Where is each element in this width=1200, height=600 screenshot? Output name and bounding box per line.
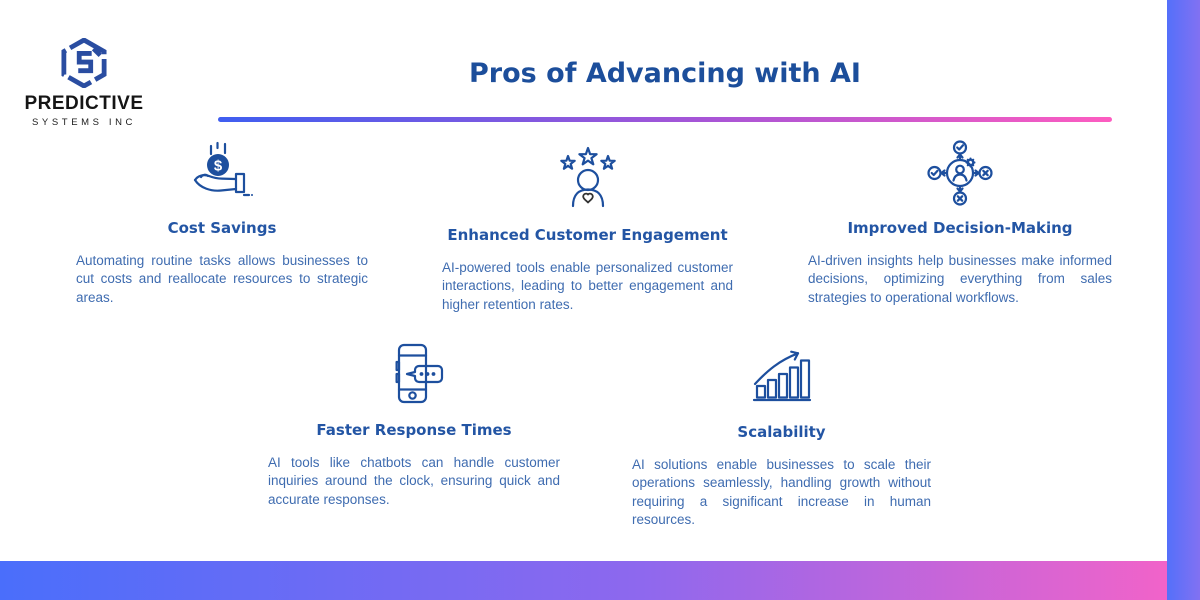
icon-wrap: [632, 338, 931, 414]
company-logo: PREDICTIVE SYSTEMS INC: [14, 38, 154, 128]
growth-chart-icon: [752, 350, 811, 402]
card-title: Faster Response Times: [316, 421, 512, 439]
card-body: AI tools like chatbots can handle custom…: [268, 455, 560, 507]
card-title: Scalability: [737, 423, 826, 441]
company-subname: SYSTEMS INC: [32, 117, 136, 128]
money-hand-icon: $: [193, 141, 253, 197]
decision-network-icon: [927, 140, 993, 206]
card-body: AI solutions enable businesses to scale …: [632, 457, 931, 528]
icon-wrap: [442, 141, 733, 217]
card-title: Enhanced Customer Engagement: [447, 226, 728, 244]
card-title: Cost Savings: [167, 219, 277, 237]
card-cost-savings: $ Cost Savings Automating routine tasks …: [76, 134, 368, 307]
card-body: AI-driven insights help businesses make …: [808, 253, 1112, 305]
company-name: PREDICTIVE: [24, 93, 144, 114]
hexagon-logo-icon: [61, 38, 107, 88]
card-decision-making: Improved Decision-Making AI-driven insig…: [808, 134, 1112, 307]
page-title: Pros of Advancing with AI: [469, 58, 861, 89]
right-edge-gradient-bar: [1167, 0, 1200, 600]
phone-chat-icon: [395, 343, 444, 404]
icon-wrap: [268, 336, 560, 412]
card-customer-engagement: Enhanced Customer Engagement AI-powered …: [442, 141, 733, 314]
icon-wrap: [808, 134, 1112, 210]
card-body: AI-powered tools enable personalized cus…: [442, 260, 733, 312]
card-body: Automating routine tasks allows business…: [76, 253, 368, 305]
card-title: Improved Decision-Making: [847, 219, 1073, 237]
svg-text:$: $: [214, 158, 223, 175]
icon-wrap: $: [76, 134, 368, 210]
bottom-edge-gradient-bar: [0, 561, 1167, 600]
title-divider-gradient-line: [218, 117, 1112, 122]
card-response-times: Faster Response Times AI tools like chat…: [268, 336, 560, 509]
customer-stars-icon: [559, 146, 616, 208]
card-scalability: Scalability AI solutions enable business…: [632, 338, 931, 529]
